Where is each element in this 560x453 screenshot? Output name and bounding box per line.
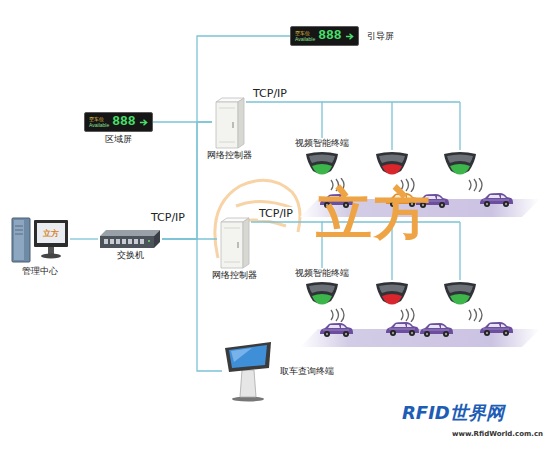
site-url: www.RfidWorld.com.cn — [452, 430, 543, 439]
node-label: 引导屏 — [367, 31, 394, 42]
led-screen: 空车位Available888 — [290, 26, 359, 46]
network-controller: 网络控制器 — [212, 214, 257, 281]
video-terminal — [444, 152, 476, 175]
network-cable — [70, 238, 98, 239]
video-terminal — [376, 152, 408, 175]
led-digits: 888 — [112, 115, 135, 129]
protocol-label: TCP/IP — [252, 87, 288, 100]
node-label: 网络控制器 — [212, 270, 257, 281]
led-screen: 空车位Available888 — [84, 112, 153, 132]
network-cable — [251, 222, 322, 268]
term-icon — [303, 150, 341, 180]
video-terminal — [376, 282, 408, 305]
network-cable — [246, 102, 322, 138]
network-controller: 网络控制器 — [207, 94, 252, 161]
screen-caption: Available — [89, 122, 109, 128]
protocol-label: TCP/IP — [258, 207, 294, 220]
management-center: 立方管理中心 — [10, 212, 70, 277]
network-switch: 交换机 — [98, 228, 162, 261]
ctrl-icon — [212, 94, 246, 150]
network-cable — [162, 239, 222, 371]
query-kiosk: 取车查询终端 — [222, 340, 334, 402]
term-icon — [303, 280, 341, 310]
screen-caption: Available — [295, 36, 315, 42]
video-terminal: 视频智能终端 — [295, 138, 349, 180]
guide-screen: 空车位Available888 引导屏 — [290, 26, 394, 46]
site-logo: RFID世界网 — [402, 402, 504, 424]
arrow-symbol — [139, 118, 148, 127]
kiosk-icon — [222, 340, 274, 402]
switch-icon — [98, 228, 162, 250]
node-label: 区域屏 — [105, 134, 132, 145]
video-terminal: 视频智能终端 — [295, 268, 349, 310]
watermark: 立方 — [316, 186, 432, 242]
protocol-label: TCP/IP — [150, 211, 186, 224]
ctrl-icon — [217, 214, 251, 270]
screen-caption: 空车位 — [89, 116, 109, 122]
monitor-logo: 立方 — [37, 223, 65, 243]
node-label: 网络控制器 — [207, 150, 252, 161]
node-label: 取车查询终端 — [280, 366, 334, 377]
network-cable — [153, 121, 212, 122]
video-terminal — [444, 282, 476, 305]
node-label: 视频智能终端 — [295, 268, 349, 279]
arrow-symbol — [345, 32, 354, 41]
node-label: 视频智能终端 — [295, 138, 349, 149]
led-digits: 888 — [318, 29, 341, 43]
zone-screen: 空车位Available888 区域屏 — [84, 112, 153, 145]
pc-icon: 立方 — [10, 212, 70, 266]
screen-caption: 空车位 — [295, 30, 315, 36]
node-label: 交换机 — [117, 250, 144, 261]
node-label: 管理中心 — [22, 266, 58, 277]
